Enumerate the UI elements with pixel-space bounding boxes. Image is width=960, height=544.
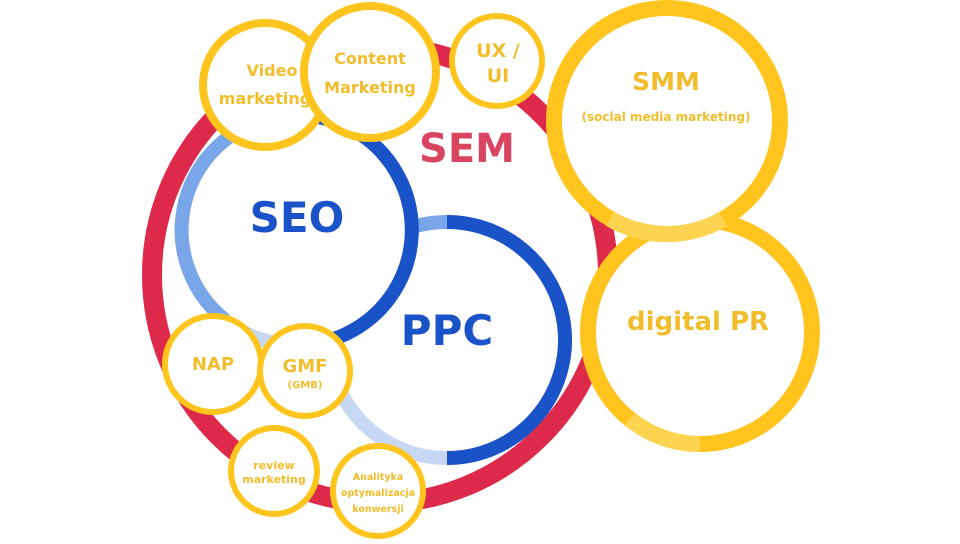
analityka-line1: Analityka [353, 472, 404, 483]
smm-line1: SMM [632, 67, 700, 96]
digital-pr-circle: digital PR [580, 212, 820, 452]
smm-line2: (social media marketing) [582, 110, 751, 124]
gmf-ring [257, 323, 353, 419]
content-marketing-line1: Content [334, 49, 406, 68]
gmf-line2: (GMB) [288, 380, 323, 391]
digital-pr-label: digital PR [627, 307, 769, 337]
smm-circle: SMM (social media marketing) [546, 0, 788, 243]
gmf-circle: GMF (GMB) [257, 323, 353, 419]
review-marketing-line2: marketing [242, 473, 306, 486]
ux-ui-line1: UX / [476, 40, 520, 62]
nap-label: NAP [192, 354, 234, 375]
video-marketing-line1: Video [247, 61, 298, 80]
ppc-label: PPC [401, 306, 493, 355]
ppc-ring-dark [446, 215, 572, 465]
sem-label: SEM [419, 126, 515, 172]
seo-label: SEO [250, 193, 345, 242]
analityka-ring [330, 443, 426, 539]
analityka-circle: Analityka optymalizacja konwersji [330, 443, 426, 539]
gmf-line1: GMF [283, 356, 328, 377]
content-marketing-line2: Marketing [324, 78, 416, 97]
content-marketing-ring [300, 2, 440, 142]
review-marketing-line1: review [253, 459, 294, 472]
digital-pr-ring-highlight [624, 412, 701, 452]
content-marketing-circle: Content Marketing [300, 2, 440, 142]
review-marketing-circle: review marketing [228, 425, 320, 517]
analityka-line2: optymalizacja [341, 488, 415, 499]
nap-circle: NAP [162, 313, 264, 415]
ux-ui-line2: UI [487, 65, 510, 87]
analityka-line3: konwersji [352, 504, 403, 515]
video-marketing-line2: marketing [219, 89, 311, 108]
review-marketing-ring [228, 425, 320, 517]
smm-ring-highlight [606, 211, 727, 243]
ux-ui-circle: UX / UI [449, 13, 545, 109]
ppc-ring-pale [331, 383, 448, 466]
seo-fill [182, 115, 412, 345]
ux-ui-ring [449, 13, 545, 109]
